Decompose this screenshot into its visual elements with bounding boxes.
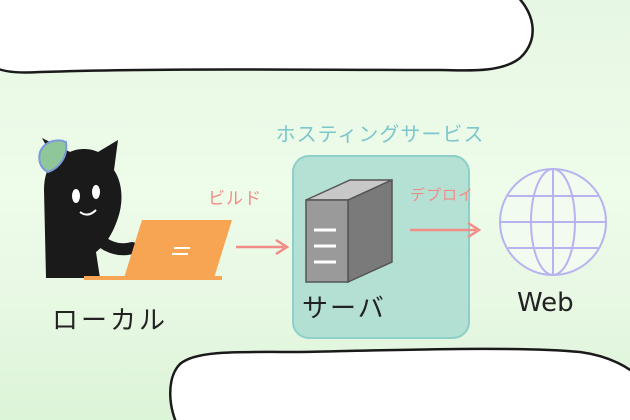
speech-bubble-top <box>0 0 534 74</box>
local-label: ローカル <box>52 306 169 336</box>
hosting-service-title: ホスティングサービス <box>275 122 485 146</box>
build-label: ビルド <box>208 189 262 209</box>
globe-icon <box>499 168 607 276</box>
server-label: サーバ <box>302 294 386 324</box>
laptop-icon <box>84 220 232 280</box>
build-arrow <box>236 238 290 256</box>
cat-character-icon <box>38 138 138 278</box>
web-label: Web <box>517 288 574 318</box>
server-icon <box>305 178 393 284</box>
speech-bubble-bottom <box>169 347 630 420</box>
deploy-label: デプロイ <box>410 186 475 204</box>
deploy-arrow <box>410 221 482 239</box>
